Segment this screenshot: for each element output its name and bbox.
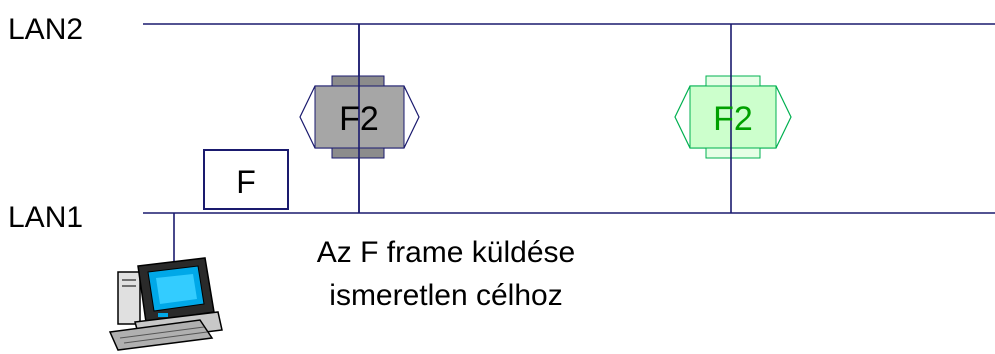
lan1-label: LAN1	[8, 201, 83, 234]
bridge-gray-label: F2	[339, 100, 379, 138]
lan2-label: LAN2	[8, 13, 83, 46]
caption-line1: Az F frame küldése	[317, 236, 575, 269]
frame-box: F	[203, 149, 289, 210]
frame-label: F	[236, 164, 256, 200]
computer-icon	[108, 257, 223, 351]
bridge-green: F2	[674, 24, 792, 213]
caption-line2: ismeretlen célhoz	[329, 279, 562, 312]
bridge-green-label: F2	[713, 100, 753, 138]
bridge-gray: F2	[299, 24, 420, 213]
